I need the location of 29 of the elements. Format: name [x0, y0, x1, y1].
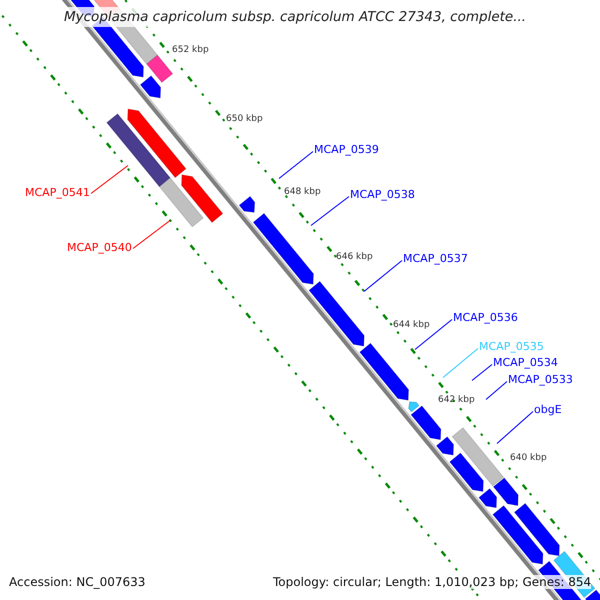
- gene-label: MCAP_0538: [350, 188, 415, 201]
- accession-text: Accession: NC_007633: [9, 575, 146, 589]
- leader-line: [278, 151, 314, 179]
- leader-line: [90, 165, 128, 194]
- gene-label: MCAP_0536: [453, 311, 518, 324]
- scale-label: 650 kbp: [226, 114, 263, 125]
- leader-line: [442, 348, 478, 378]
- gene-label: obgE: [534, 403, 562, 416]
- leader-line: [364, 260, 402, 292]
- gene-label: MCAP_0539: [314, 143, 379, 156]
- leader-line: [496, 411, 534, 444]
- gene-label: MCAP_0537: [403, 252, 468, 265]
- leader-line: [310, 196, 350, 226]
- scale-label: 644 kbp: [393, 320, 430, 331]
- gene-label: MCAP_0534: [493, 356, 558, 369]
- leader-line: [414, 319, 452, 350]
- leader-line: [472, 364, 492, 381]
- leader-line: [132, 220, 170, 249]
- leader-line: [486, 381, 508, 400]
- gene-label: MCAP_0535: [479, 340, 544, 353]
- scale-label: 642 kbp: [438, 395, 475, 406]
- scale-label: 652 kbp: [172, 45, 209, 56]
- scale-label: 646 kbp: [336, 252, 373, 263]
- gene-label: MCAP_0533: [508, 373, 573, 386]
- genome-summary-text: Topology: circular; Length: 1,010,023 bp; Genes: 854: [273, 575, 592, 589]
- gene-label: MCAP_0541: [25, 186, 90, 199]
- scale-label: 648 kbp: [284, 187, 321, 198]
- scale-label: 640 kbp: [510, 453, 547, 464]
- gene-label: MCAP_0540: [67, 241, 132, 254]
